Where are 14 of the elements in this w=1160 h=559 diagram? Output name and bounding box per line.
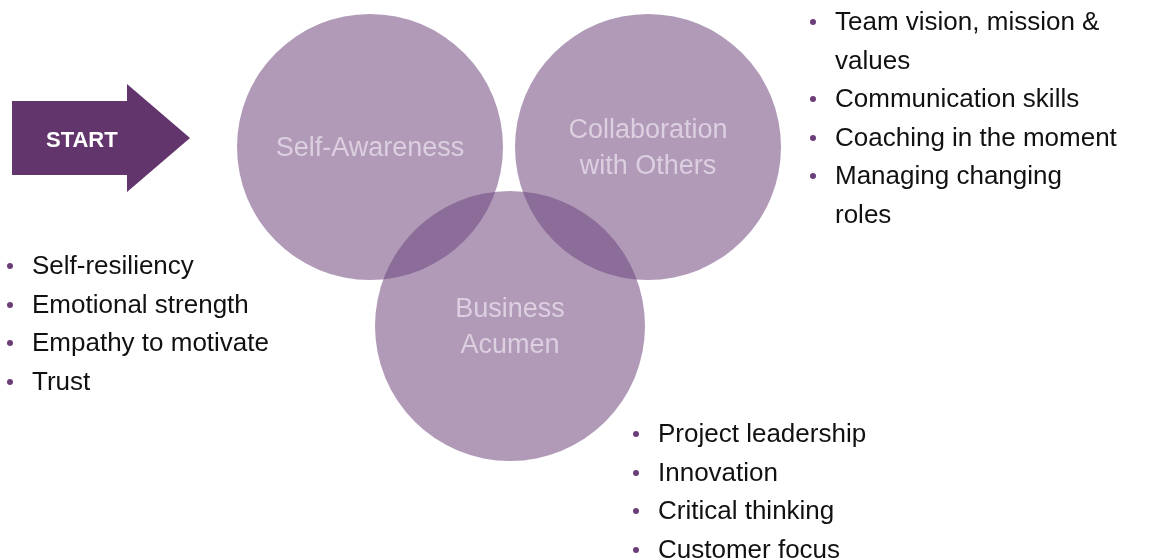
bullet-item: Managing changing roles [835, 160, 1062, 229]
bullet-item: Self-resiliency [32, 250, 194, 280]
bullet-item: Innovation [658, 456, 778, 487]
bullet-item: Project leadership [658, 418, 867, 448]
bullet-item: Communication skills [835, 83, 1080, 113]
bullet-item: Trust [32, 365, 91, 396]
bullet-item: Team vision, mission & values [835, 6, 1100, 75]
bullet-item: Critical thinking [658, 495, 835, 525]
bullet-item: Customer focus [658, 533, 841, 559]
arrow-label: START [46, 127, 118, 153]
bullet-item: Emotional strength [32, 288, 249, 319]
start-arrow-shape [12, 84, 190, 192]
bullet-item: Empathy to motivate [32, 327, 269, 357]
bullet-item: Coaching in the moment [835, 121, 1117, 152]
